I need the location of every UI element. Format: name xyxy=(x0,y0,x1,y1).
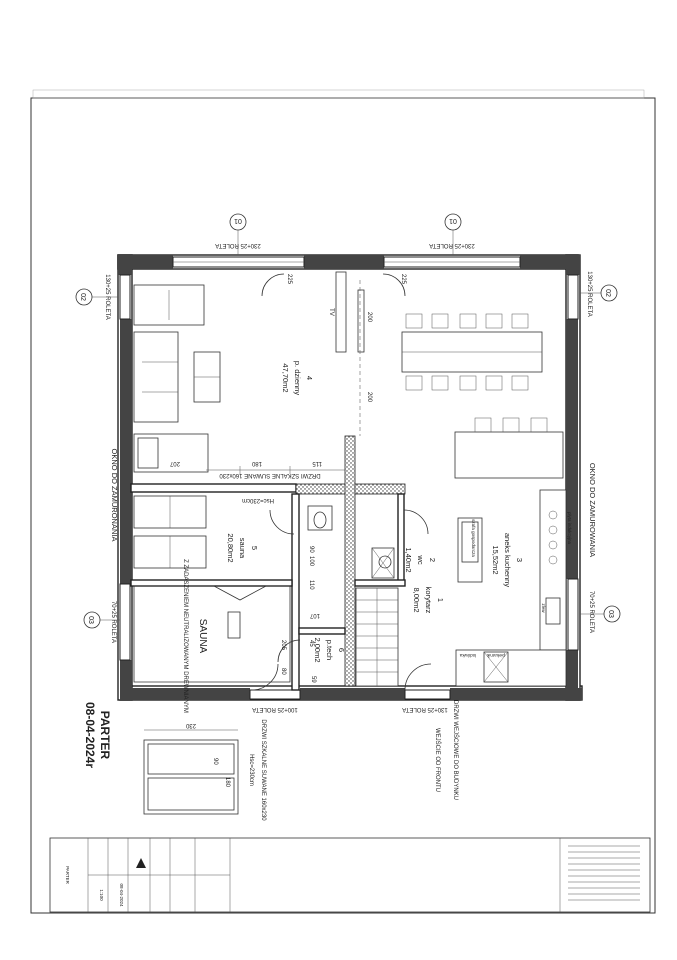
dim-107: 107 xyxy=(309,612,320,618)
room-area-5: 20,80m2 xyxy=(226,533,235,562)
axis-marker-top-right xyxy=(444,213,462,231)
dim-200b: 200 xyxy=(366,392,372,403)
outer-walls xyxy=(117,254,583,701)
room-number-3: 3 xyxy=(515,558,524,562)
dim-80: 80 xyxy=(280,668,286,675)
dim-110: 110 xyxy=(308,580,314,590)
dim-100: 100 xyxy=(308,556,314,567)
dim-59: 59 xyxy=(310,676,316,683)
title-date: 08-04-2024r xyxy=(83,702,97,768)
window-label-right-top: 130+25 ROLETA xyxy=(586,271,592,316)
note-kitchen-e: szafa gospodarcza xyxy=(471,519,476,557)
room-area-4: 47,70m2 xyxy=(281,363,290,392)
living-room-furniture xyxy=(133,271,564,479)
axis-marker-right-top xyxy=(600,284,618,302)
title-block: PARTER 1:100 08-04-2024 xyxy=(49,837,651,913)
interior-walls xyxy=(130,289,406,691)
dim-225b: 225 xyxy=(400,274,406,285)
note-kitchen-d: piekarnik xyxy=(486,653,505,658)
window-labels: 230+25 ROLETA 230+25 ROLETA 130+25 ROLET… xyxy=(104,242,597,712)
room-name-6: p.tech xyxy=(325,640,334,660)
axis-marker-left-top xyxy=(75,288,93,306)
dim-207: 207 xyxy=(169,460,180,466)
sauna-description: Z ZADASZENIEM NEUTRALIZOWANYM DREWNIANYM xyxy=(182,559,188,713)
detail-note-door: DRZWI SZKALNE SUWANE 160x230 xyxy=(260,719,266,821)
window-label-top-left: 230+25 ROLETA xyxy=(215,242,260,248)
title-floor: PARTER xyxy=(98,711,112,760)
note-entrance-door: DRZWI WEJŚCIOWE DO BUDYNKU xyxy=(452,700,460,800)
title-block-row-2: 08-04-2024 xyxy=(119,883,124,907)
plan-notes: DRZWI SZKALNE SUWANE 160x230 Hsc=230cm S… xyxy=(182,308,572,800)
title-block-row-0: PARTER xyxy=(65,866,70,885)
sheet-title: PARTER 08-04-2024r xyxy=(83,702,112,768)
dimension-texts: 200 200 180 115 207 107 205 110 90 100 4… xyxy=(169,274,406,683)
detail-dim-230: 230 xyxy=(185,722,196,728)
title-block-row-1: 1:100 xyxy=(99,889,104,901)
axis-marker-right-bottom xyxy=(603,605,621,623)
axis-label-top-left: 01 xyxy=(234,217,242,224)
dim-205: 205 xyxy=(280,640,286,651)
dim-90: 90 xyxy=(308,546,314,553)
windows xyxy=(119,256,579,700)
window-label-right-wall: OKNO DO ZAMUROWANIA xyxy=(588,463,597,557)
note-sliding-door: DRZWI SZKALNE SUWANE 160x230 xyxy=(219,472,321,478)
detail-note-height: Hsc=230cm xyxy=(248,754,254,786)
drawing-frame-inner xyxy=(32,89,645,99)
window-label-left-top: 130+25 ROLETA xyxy=(104,274,110,319)
room-area-1: 8,00m2 xyxy=(412,587,421,612)
room-area-6: 2,00m2 xyxy=(313,637,322,662)
axis-marker-left-bottom xyxy=(83,611,101,629)
axis-label-right-bottom: 03 xyxy=(607,610,614,618)
detail-dim-90: 90 xyxy=(212,758,218,765)
door-swings xyxy=(251,273,432,691)
dim-115: 115 xyxy=(312,460,322,466)
note-entrance: WEJŚCIE OD FRONTU xyxy=(434,728,442,792)
bathroom-fixtures xyxy=(307,505,395,579)
room-number-4: 4 xyxy=(305,376,314,380)
dimension-lines xyxy=(206,280,361,474)
dim-200a: 200 xyxy=(366,312,372,323)
axis-label-top-right: 01 xyxy=(449,217,457,224)
room-number-1: 1 xyxy=(436,598,445,602)
room-number-5: 5 xyxy=(250,546,259,550)
window-label-bottom-left: 100+25 ROLETA xyxy=(252,706,297,712)
axis-label-right-top: 02 xyxy=(604,289,611,297)
note-kitchen-c: lodówka xyxy=(459,653,476,658)
axis-label-left-top: 02 xyxy=(79,293,86,301)
window-label-top-right: 230+25 ROLETA xyxy=(429,242,474,248)
axis-label-left-bottom: 03 xyxy=(87,616,94,624)
dim-45: 45 xyxy=(308,640,314,647)
door-detail: 230 180 90 DRZWI SZKALNE SUWANE 160x230 … xyxy=(143,719,266,821)
room-labels: 4 p. dzienny 47,70m2 5 sauna 20,80m2 2 w… xyxy=(226,361,524,663)
room-number-6: 6 xyxy=(337,648,346,652)
room-area-2: 1,40m2 xyxy=(404,547,413,572)
window-label-left-wall: OKNO DO ZAMURONANIA xyxy=(110,449,119,542)
axis-marker-top-left xyxy=(229,213,247,231)
room-name-3: aneks kuchenny xyxy=(503,533,512,587)
room-area-3: 15,52m2 xyxy=(491,545,500,574)
room-number-2: 2 xyxy=(428,558,437,562)
room-name-5: sauna xyxy=(238,538,247,559)
detail-dim-180: 180 xyxy=(224,777,230,788)
axis-markers: 01 01 02 02 03 03 xyxy=(75,213,621,629)
dim-180: 180 xyxy=(251,460,262,466)
kitchen-counters xyxy=(455,489,567,687)
note-kitchen-b: zlew xyxy=(541,603,546,613)
dim-225a: 225 xyxy=(286,274,292,285)
title-block-logo xyxy=(136,858,146,868)
note-height: Hsc=230cm xyxy=(242,497,274,503)
room-name-1: korytarz xyxy=(424,587,433,614)
sauna-sign: SAUNA xyxy=(197,619,208,654)
note-kitchen-a: plyta indukcyjna xyxy=(567,512,572,545)
window-label-bottom-right: 130+25 ROLETA xyxy=(402,706,447,712)
window-label-right-bottom: 70+25 ROLETA xyxy=(588,591,594,633)
room-name-2: wc xyxy=(416,554,425,564)
staircase xyxy=(355,587,399,687)
room-name-4: p. dzienny xyxy=(293,361,302,395)
sauna-furniture xyxy=(133,495,291,683)
note-tv: TV xyxy=(328,308,334,316)
window-label-left-bottom: 70+25 ROLETA xyxy=(110,601,116,643)
